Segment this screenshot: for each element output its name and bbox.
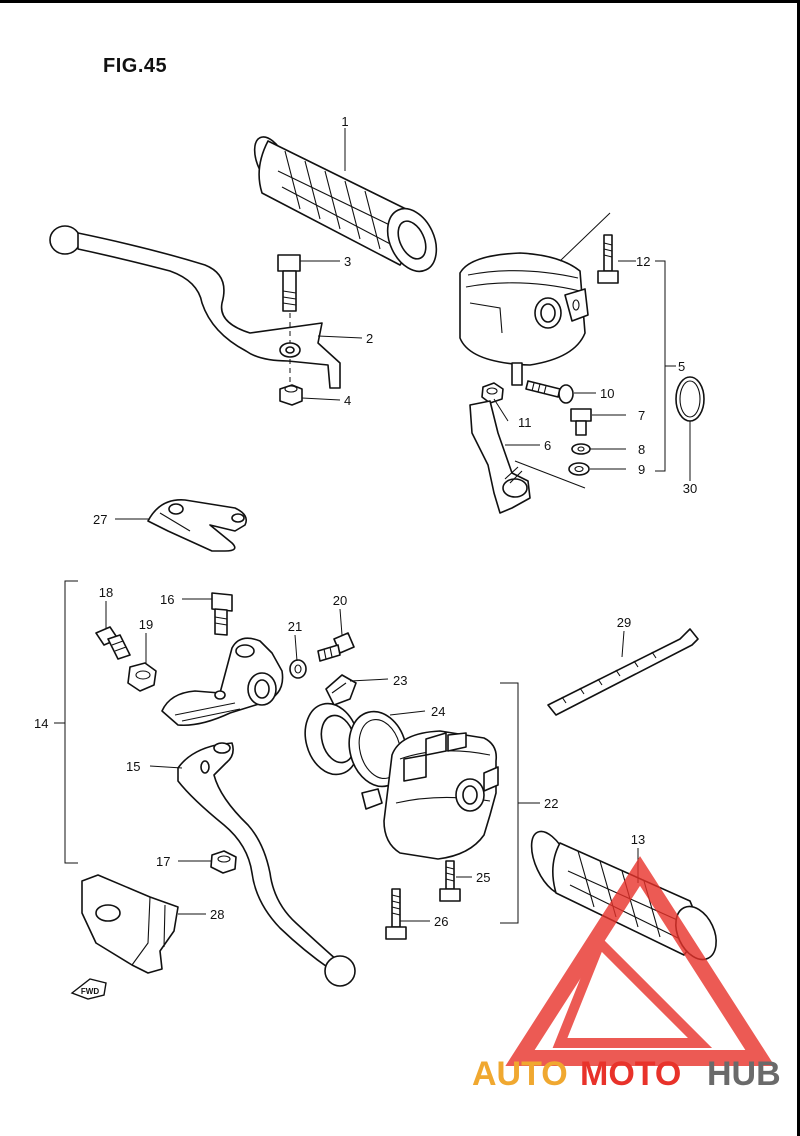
part-screw-10 — [525, 380, 574, 404]
part-brake-lever — [49, 225, 341, 389]
callout-6: 6 — [544, 438, 551, 453]
callout-3: 3 — [344, 254, 351, 269]
callout-22: 22 — [544, 796, 558, 811]
callout-1: 1 — [341, 114, 348, 129]
fwd-direction-marker: FWD — [70, 978, 107, 1000]
bracket-group-22 — [500, 682, 519, 924]
callout-10: 10 — [600, 386, 614, 401]
callout-17: 17 — [156, 854, 170, 869]
watermark-text: AUTO MOTO HUB — [472, 1055, 781, 1093]
part-switch-6 — [469, 400, 586, 514]
callout-7: 7 — [638, 408, 645, 423]
part-screw-25 — [439, 860, 461, 902]
bracket-group-14 — [64, 580, 78, 864]
part-pivot-bolt-16 — [211, 592, 233, 636]
callout-29: 29 — [617, 615, 631, 630]
callout-28: 28 — [210, 907, 224, 922]
callout-11: 11 — [518, 415, 532, 430]
callout-2: 2 — [366, 331, 373, 346]
part-cable-housing — [325, 674, 357, 706]
part-master-cylinder — [459, 212, 611, 386]
part-washer-9 — [568, 462, 590, 476]
part-clutch-lever — [177, 742, 356, 987]
watermark-text-auto: AUTO — [472, 1055, 568, 1093]
part-bolt-18 — [95, 626, 131, 660]
bracket-group-5 — [655, 260, 666, 472]
callout-12: 12 — [636, 254, 650, 269]
part-nut-4 — [279, 384, 303, 406]
callout-18: 18 — [99, 585, 113, 600]
fwd-label: FWD — [81, 987, 99, 996]
callout-27: 27 — [93, 512, 107, 527]
part-nut-17 — [210, 850, 237, 874]
callout-13: 13 — [631, 832, 645, 847]
callout-16: 16 — [160, 592, 174, 607]
part-lever-cover — [81, 874, 179, 974]
part-bolt-7 — [570, 408, 592, 436]
part-switch-housing-lower — [304, 702, 360, 776]
part-strap — [547, 628, 699, 716]
part-nut-19 — [127, 662, 157, 692]
callout-labels: 1 2 3 4 5 6 7 8 9 10 11 12 13 14 15 16 1… — [34, 114, 697, 929]
part-bolt-20 — [317, 632, 355, 662]
exploded-parts-diagram: FWD — [34, 114, 781, 1093]
callout-24: 24 — [431, 704, 445, 719]
callout-23: 23 — [393, 673, 407, 688]
callout-8: 8 — [638, 442, 645, 457]
part-handlebar-switch — [361, 730, 499, 860]
callout-4: 4 — [344, 393, 351, 408]
callout-9: 9 — [638, 462, 645, 477]
callout-5: 5 — [678, 359, 685, 374]
page-edge — [797, 3, 800, 1136]
callout-15: 15 — [126, 759, 140, 774]
callout-26: 26 — [434, 914, 448, 929]
callout-21: 21 — [288, 619, 302, 634]
callout-14: 14 — [34, 716, 48, 731]
callout-30: 30 — [683, 481, 697, 496]
part-screw-26 — [385, 888, 407, 940]
callout-25: 25 — [476, 870, 490, 885]
part-clutch-holder — [161, 637, 284, 727]
callout-20: 20 — [333, 593, 347, 608]
part-bolt-12 — [597, 234, 619, 284]
watermark-logo — [505, 856, 775, 1066]
callout-19: 19 — [139, 617, 153, 632]
part-grip-left — [253, 136, 438, 273]
part-washer-8 — [571, 443, 591, 455]
part-washer-21 — [289, 659, 307, 679]
watermark-text-moto: MOTO — [580, 1055, 681, 1093]
part-choke-lever — [147, 499, 248, 552]
part-o-ring — [675, 376, 705, 422]
figure-title: FIG.45 — [103, 55, 168, 77]
watermark-text-hub: HUB — [707, 1055, 781, 1093]
part-pivot-bolt — [277, 254, 301, 385]
part-nut-11 — [481, 382, 504, 404]
